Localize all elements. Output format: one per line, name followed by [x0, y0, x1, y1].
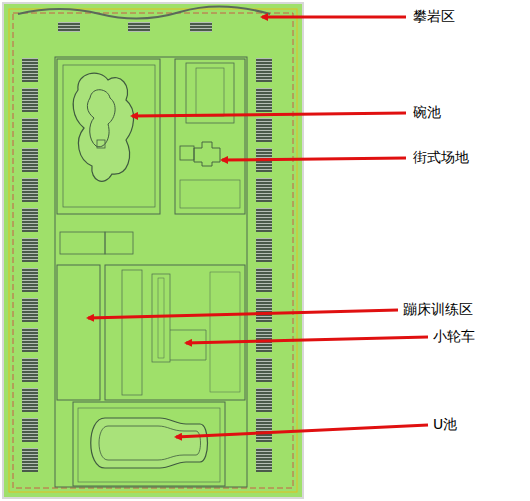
seating-block: [256, 418, 272, 442]
seating-block: [128, 22, 150, 32]
leader-arrow: [176, 425, 428, 437]
seating-block: [22, 388, 38, 412]
seating-block: [256, 178, 272, 202]
seating-block: [190, 22, 212, 32]
seating-block: [22, 148, 38, 172]
leader-arrow: [132, 113, 406, 116]
leader-arrow: [186, 337, 428, 343]
callout-label: 攀岩区: [412, 9, 456, 24]
callout-label: 小轮车: [432, 329, 476, 344]
seating-block: [22, 328, 38, 352]
seating-block: [256, 88, 272, 112]
seating-block: [256, 58, 272, 82]
seating-block: [256, 298, 272, 322]
callout-label: 街式场地: [412, 150, 470, 165]
seating-block: [256, 448, 272, 472]
seating-block: [256, 208, 272, 232]
seating-block: [256, 388, 272, 412]
callout-label: 碗池: [412, 105, 442, 120]
seating-block: [22, 448, 38, 472]
seating-block: [256, 358, 272, 382]
callout-label: 蹦床训练区: [402, 302, 474, 317]
seating-block: [22, 208, 38, 232]
seating-block: [22, 178, 38, 202]
leader-arrow: [262, 16, 406, 19]
callout-label: U池: [432, 417, 458, 432]
seating-block: [22, 358, 38, 382]
seating-block: [22, 298, 38, 322]
seating-block: [22, 238, 38, 262]
seating-block: [22, 418, 38, 442]
seating-block: [256, 268, 272, 292]
seating-block: [22, 58, 38, 82]
leader-arrow: [88, 310, 398, 318]
seating-block: [256, 238, 272, 262]
seating-block: [58, 22, 80, 32]
seating-block: [256, 118, 272, 142]
leader-arrow: [222, 158, 406, 160]
seating-block: [22, 88, 38, 112]
seating-block: [22, 118, 38, 142]
seating-block: [22, 268, 38, 292]
